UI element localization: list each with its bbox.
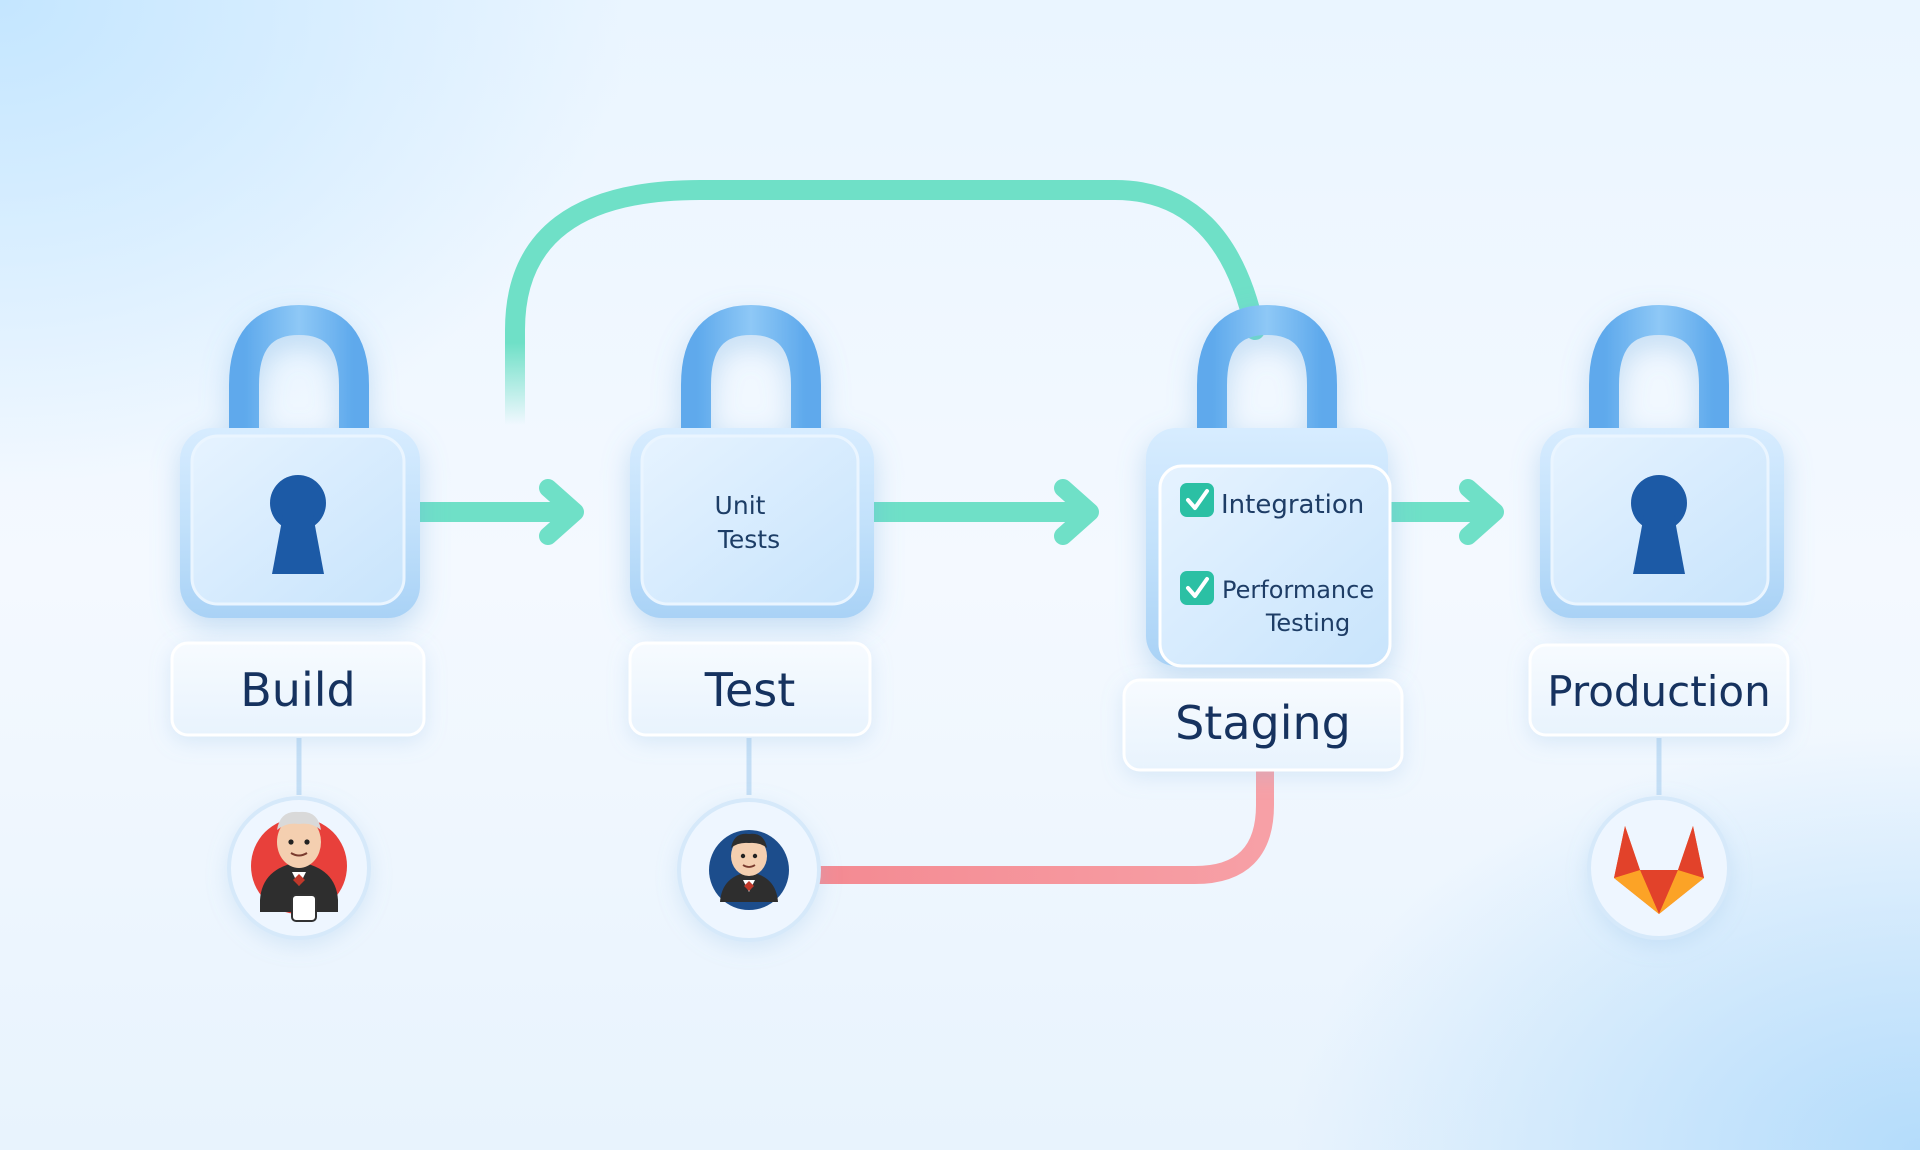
stage-label-text: Build <box>240 663 355 717</box>
stage-label-build: Build <box>170 641 426 737</box>
checklist-item-label-line-2: Testing <box>1265 609 1350 637</box>
stage-label-test: Test <box>628 641 872 737</box>
padlock-production <box>1540 304 1784 618</box>
stage-build: Build <box>170 304 426 940</box>
checklist-item-integration: Integration <box>1180 483 1364 520</box>
checkbox-checked-icon[interactable] <box>1180 483 1214 517</box>
stage-label-production: Production <box>1528 643 1790 737</box>
stage-label-text: Staging <box>1175 696 1351 750</box>
stage-staging: Integration Performance Testing Staging <box>1122 304 1404 772</box>
keyhole-icon <box>1631 475 1687 574</box>
padlock-shackle <box>229 304 369 445</box>
padlock-test: Unit Tests <box>630 304 874 618</box>
stage-test: Unit Tests Test <box>628 304 874 942</box>
lock-note-line-2: Tests <box>717 525 780 554</box>
arrow-build-to-test <box>410 479 584 545</box>
stage-label-text: Test <box>704 663 796 717</box>
arrow-staging-to-production <box>1380 479 1504 545</box>
stage-production: Production <box>1528 304 1790 940</box>
gitlab-icon[interactable] <box>1587 796 1731 940</box>
padlock-staging <box>1146 304 1392 668</box>
checklist-card <box>1158 464 1392 668</box>
stage-label-staging: Staging <box>1122 678 1404 772</box>
loop-connector-top <box>505 180 1265 435</box>
padlock-shackle <box>1197 304 1337 445</box>
arrow-test-to-staging <box>860 479 1099 545</box>
lock-note-line-1: Unit <box>715 491 766 520</box>
stage-label-text: Production <box>1547 667 1770 716</box>
checklist-item-label: Integration <box>1221 490 1364 520</box>
jenkins-icon[interactable] <box>227 796 371 940</box>
padlock-build <box>180 304 420 618</box>
checklist-item-performance-testing: Performance Testing <box>1180 571 1374 637</box>
loop-connector-bottom <box>811 761 1274 884</box>
checkbox-checked-icon[interactable] <box>1180 571 1214 605</box>
padlock-shackle <box>1589 304 1729 445</box>
jenkins-icon[interactable] <box>677 798 821 942</box>
checklist-item-label: Performance <box>1222 576 1374 604</box>
checklist: Integration Performance Testing <box>1180 483 1374 637</box>
padlock-shackle <box>681 304 821 445</box>
keyhole-icon <box>270 475 326 574</box>
